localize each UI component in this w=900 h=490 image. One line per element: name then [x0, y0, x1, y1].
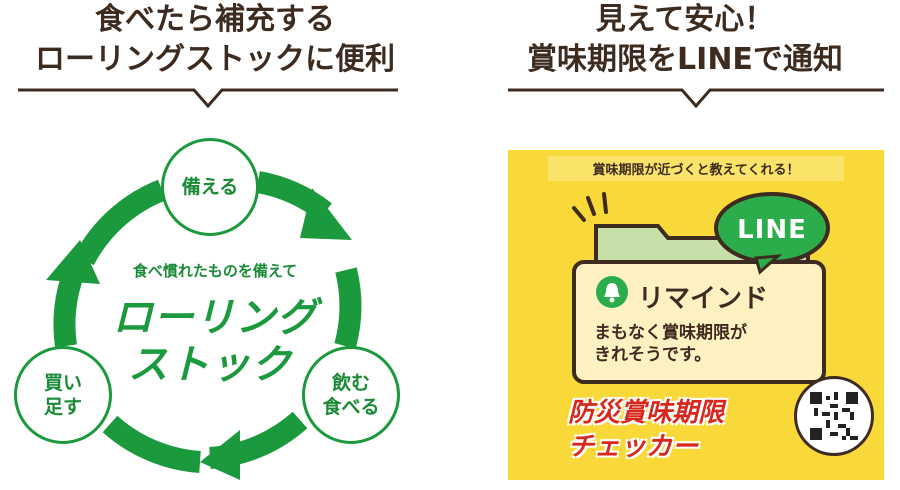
remind-label: リマインド — [638, 284, 769, 314]
remind-message-line2: きれそうです。 — [594, 345, 712, 365]
right-divider — [508, 88, 884, 109]
cycle-node-kaitasu: 買い 足す — [14, 346, 112, 444]
cycle-node-kaitasu-line1: 買い — [43, 372, 82, 394]
cycle-center-subtitle: 食べ慣れたものを備えて — [132, 262, 298, 280]
qr-code-icon — [810, 392, 858, 440]
cycle-node-nomu-line1: 飲む — [331, 372, 370, 394]
left-heading-line2: ローリングストックに便利 — [35, 42, 395, 77]
line-badge: LINE — [737, 215, 807, 245]
bell-icon — [604, 283, 620, 303]
sticker-artwork — [572, 192, 830, 384]
sticker-title-line1: 防災賞味期限 — [568, 398, 725, 428]
sticker-title-line2: チェッカー — [568, 432, 699, 462]
rolling-stock-cycle: 備える 買い 足す 飲む 食べる 食べ慣れたものを備えて ローリング ストック — [0, 120, 430, 490]
qr-code-badge — [794, 376, 874, 456]
left-heading-line1: 食べたら補充する — [95, 2, 335, 37]
right-heading-line1: 見えて安心！ — [595, 2, 775, 37]
cycle-center-title-line2: ストック — [128, 342, 292, 388]
cycle-node-kaitasu-line2: 足す — [43, 396, 82, 418]
left-divider — [18, 88, 398, 109]
cycle-center-title-line1: ローリング — [112, 295, 318, 341]
cycle-node-sonaeru: 備える — [161, 138, 259, 236]
remind-message: まもなく賞味期限が きれそうです。 — [594, 322, 747, 366]
cycle-node-nomu-taberu: 飲む 食べる — [302, 346, 400, 444]
cycle-arrow-icon — [46, 171, 362, 480]
right-heading-line2: 賞味期限をLINEで通知 — [527, 42, 843, 77]
cycle-node-nomu-line2: 食べる — [322, 396, 380, 418]
remind-message-line1: まもなく賞味期限が — [594, 323, 747, 343]
cycle-node-sonaeru-label: 備える — [181, 176, 239, 198]
sticker-tagline: 賞味期限が近づくと教えてくれる！ — [548, 156, 844, 181]
checker-sticker: 賞味期限が近づくと教えてくれる！ LINE リマインド まもなく賞味期限が きれ… — [508, 150, 884, 480]
alert-lines-icon — [572, 192, 608, 222]
right-heading: 見えて安心！ 賞味期限をLINEで通知 — [470, 0, 900, 80]
left-heading: 食べたら補充する ローリングストックに便利 — [0, 0, 430, 80]
